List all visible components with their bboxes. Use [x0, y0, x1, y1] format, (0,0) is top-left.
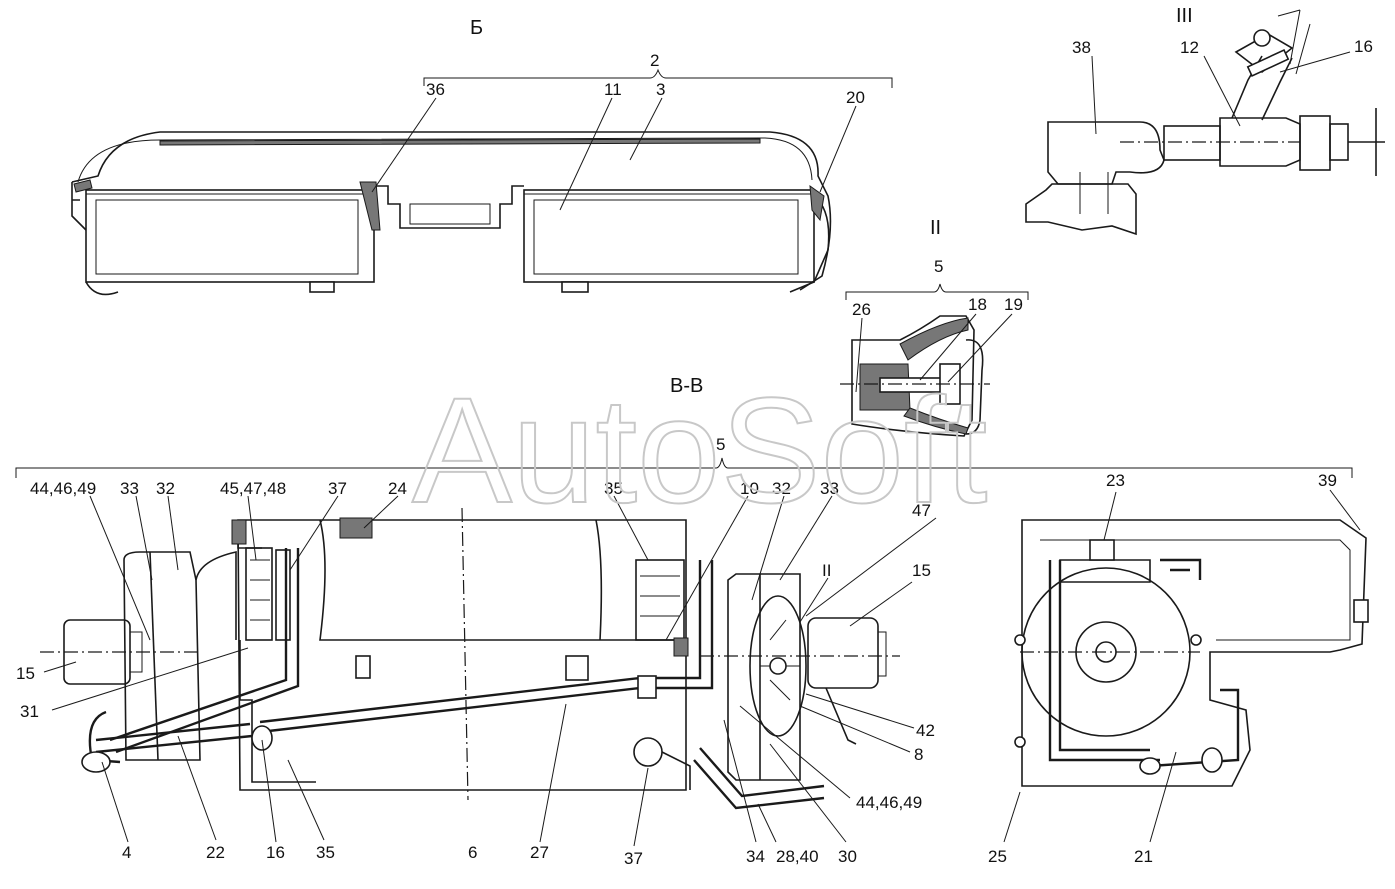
callout-47: 47: [912, 501, 931, 520]
callout-5-vv: 5: [716, 435, 725, 454]
callout-2: 2: [650, 51, 659, 70]
callout-32-left: 32: [156, 479, 175, 498]
watermark: AutoSoft: [412, 366, 987, 534]
view-vv: [15, 457, 1369, 810]
callout-30: 30: [838, 847, 857, 866]
callout-45-47-48: 45,47,48: [220, 479, 286, 498]
title-ii: II: [930, 217, 941, 239]
callout-33-right: 33: [820, 479, 839, 498]
callout-27: 27: [530, 843, 549, 862]
callout-38: 38: [1072, 38, 1091, 57]
callout-36: 36: [426, 80, 445, 99]
callout-ii-ref: II: [822, 561, 831, 580]
callout-16: 16: [266, 843, 285, 862]
callout-26: 26: [852, 300, 871, 319]
callout-3: 3: [656, 80, 665, 99]
callout-12: 12: [1180, 38, 1199, 57]
callout-37-top: 37: [328, 479, 347, 498]
callout-23: 23: [1106, 471, 1125, 490]
callout-37-bottom: 37: [624, 849, 643, 868]
callout-21: 21: [1134, 847, 1153, 866]
callout-4: 4: [122, 843, 131, 862]
callout-28-40: 28,40: [776, 847, 819, 866]
leader-lines: [43, 489, 1361, 847]
title-vv: В-В: [670, 375, 703, 397]
callout-32-right: 32: [772, 479, 791, 498]
callout-44-46-49-top: 44,46,49: [30, 479, 96, 498]
callout-10: 10: [740, 479, 759, 498]
callout-34: 34: [746, 847, 765, 866]
callout-22: 22: [206, 843, 225, 862]
callout-8: 8: [914, 745, 923, 764]
callout-5-ii: 5: [934, 257, 943, 276]
callout-15-left: 15: [16, 664, 35, 683]
callout-24: 24: [388, 479, 407, 498]
callout-35-bottom: 35: [316, 843, 335, 862]
callout-16-iii: 16: [1354, 37, 1373, 56]
callout-44-46-49-bottom: 44,46,49: [856, 793, 922, 812]
callout-33-left: 33: [120, 479, 139, 498]
view-ii: [840, 283, 1029, 437]
callout-42: 42: [916, 721, 935, 740]
callout-20: 20: [846, 88, 865, 107]
callout-11: 11: [604, 80, 622, 99]
title-iii: III: [1176, 5, 1193, 27]
view-b: [71, 68, 893, 296]
callout-15-right: 15: [912, 561, 931, 580]
callout-31: 31: [20, 702, 39, 721]
callout-6: 6: [468, 843, 477, 862]
callout-19: 19: [1004, 295, 1023, 314]
callout-39: 39: [1318, 471, 1337, 490]
title-b: Б: [470, 17, 483, 39]
callout-18: 18: [968, 295, 987, 314]
callout-25: 25: [988, 847, 1007, 866]
view-iii: [1025, 9, 1385, 236]
callout-35-top: 35: [604, 479, 623, 498]
